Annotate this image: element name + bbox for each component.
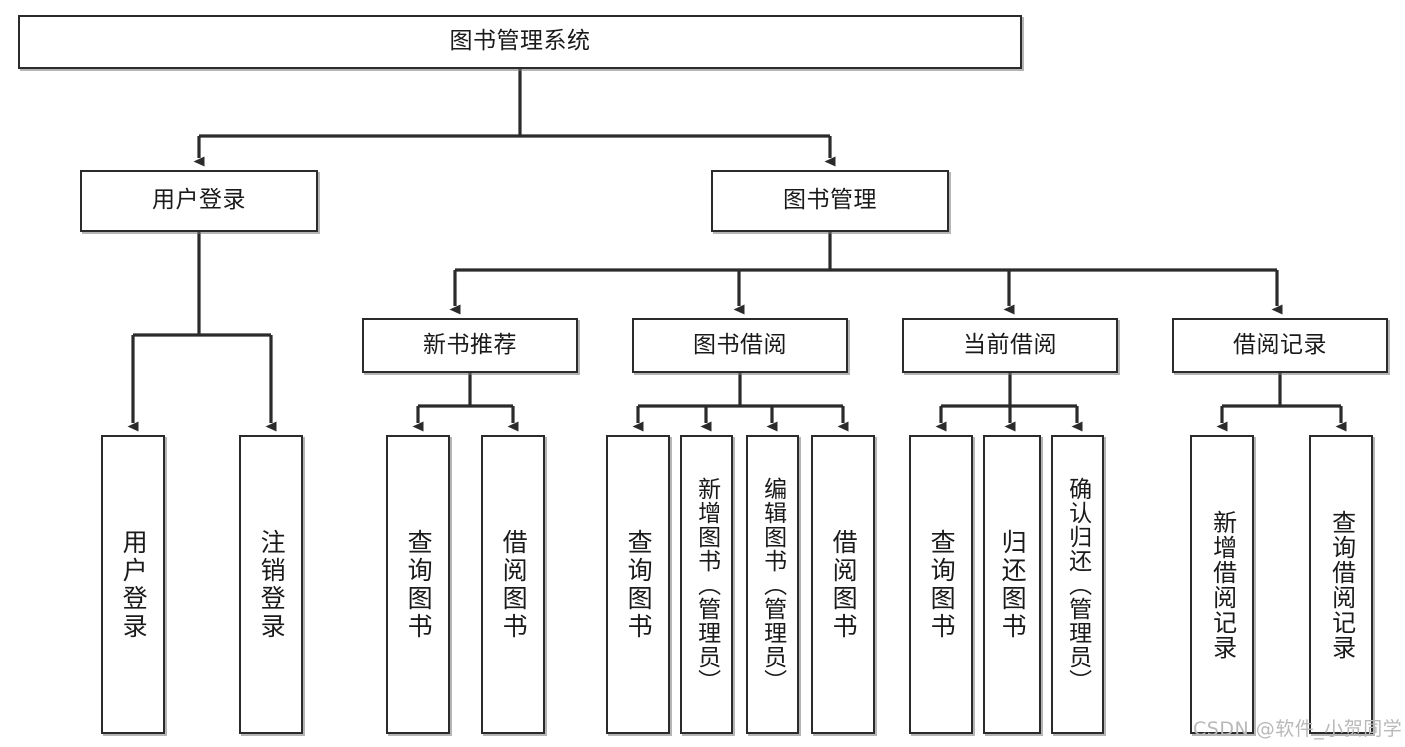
node-leaf-query-book-2[interactable]: 查询图书 bbox=[606, 435, 670, 734]
node-leaf-query-book-3[interactable]: 查询图书 bbox=[909, 435, 973, 734]
node-leaf-logout[interactable]: 注销登录 bbox=[239, 435, 303, 734]
node-borrow-record[interactable]: 借阅记录 bbox=[1172, 318, 1388, 373]
csdn-watermark: CSDN @软件_小贺同学 bbox=[1193, 718, 1403, 740]
node-new-book-rec-label: 新书推荐 bbox=[423, 331, 517, 358]
node-leaf-add-book[interactable]: 新增图书（管理员） bbox=[680, 435, 733, 734]
node-leaf-query-record[interactable]: 查询借阅记录 bbox=[1309, 435, 1373, 734]
node-leaf-add-record[interactable]: 新增借阅记录 bbox=[1190, 435, 1254, 734]
node-user-login[interactable]: 用户登录 bbox=[80, 170, 318, 232]
node-leaf-add-record-label: 新增借阅记录 bbox=[1208, 509, 1237, 660]
node-leaf-edit-book-label: 编辑图书（管理员） bbox=[759, 476, 786, 693]
node-book-manage-label: 图书管理 bbox=[783, 187, 877, 214]
node-current-borrow-label: 当前借阅 bbox=[963, 331, 1057, 358]
node-leaf-user-login-label: 用户登录 bbox=[119, 528, 149, 641]
node-leaf-user-login[interactable]: 用户登录 bbox=[101, 435, 165, 734]
node-book-manage[interactable]: 图书管理 bbox=[711, 170, 949, 232]
node-leaf-borrow-book-1[interactable]: 借阅图书 bbox=[481, 435, 545, 734]
node-leaf-query-book-3-label: 查询图书 bbox=[927, 528, 957, 641]
node-leaf-return-book-label: 归还图书 bbox=[998, 528, 1028, 641]
node-book-borrow[interactable]: 图书借阅 bbox=[632, 318, 848, 373]
node-leaf-borrow-book-2-label: 借阅图书 bbox=[829, 528, 859, 641]
node-leaf-query-book-1-label: 查询图书 bbox=[404, 528, 434, 641]
node-leaf-query-record-label: 查询借阅记录 bbox=[1327, 509, 1356, 660]
node-user-login-label: 用户登录 bbox=[152, 187, 246, 214]
node-leaf-edit-book[interactable]: 编辑图书（管理员） bbox=[746, 435, 799, 734]
node-current-borrow[interactable]: 当前借阅 bbox=[902, 318, 1118, 373]
node-leaf-query-book-1[interactable]: 查询图书 bbox=[386, 435, 450, 734]
node-root-label: 图书管理系统 bbox=[449, 28, 591, 55]
node-leaf-return-book[interactable]: 归还图书 bbox=[983, 435, 1041, 734]
node-leaf-borrow-book-1-label: 借阅图书 bbox=[499, 528, 529, 641]
node-leaf-add-book-label: 新增图书（管理员） bbox=[693, 476, 720, 693]
node-leaf-query-book-2-label: 查询图书 bbox=[624, 528, 654, 641]
node-book-borrow-label: 图书借阅 bbox=[693, 331, 787, 358]
node-borrow-record-label: 借阅记录 bbox=[1233, 331, 1327, 358]
node-leaf-confirm-return[interactable]: 确认归还（管理员） bbox=[1051, 435, 1104, 734]
node-leaf-logout-label: 注销登录 bbox=[257, 528, 287, 641]
node-leaf-confirm-return-label: 确认归还（管理员） bbox=[1064, 476, 1091, 693]
node-new-book-rec[interactable]: 新书推荐 bbox=[362, 318, 578, 373]
node-root[interactable]: 图书管理系统 bbox=[18, 15, 1022, 69]
node-leaf-borrow-book-2[interactable]: 借阅图书 bbox=[811, 435, 875, 734]
